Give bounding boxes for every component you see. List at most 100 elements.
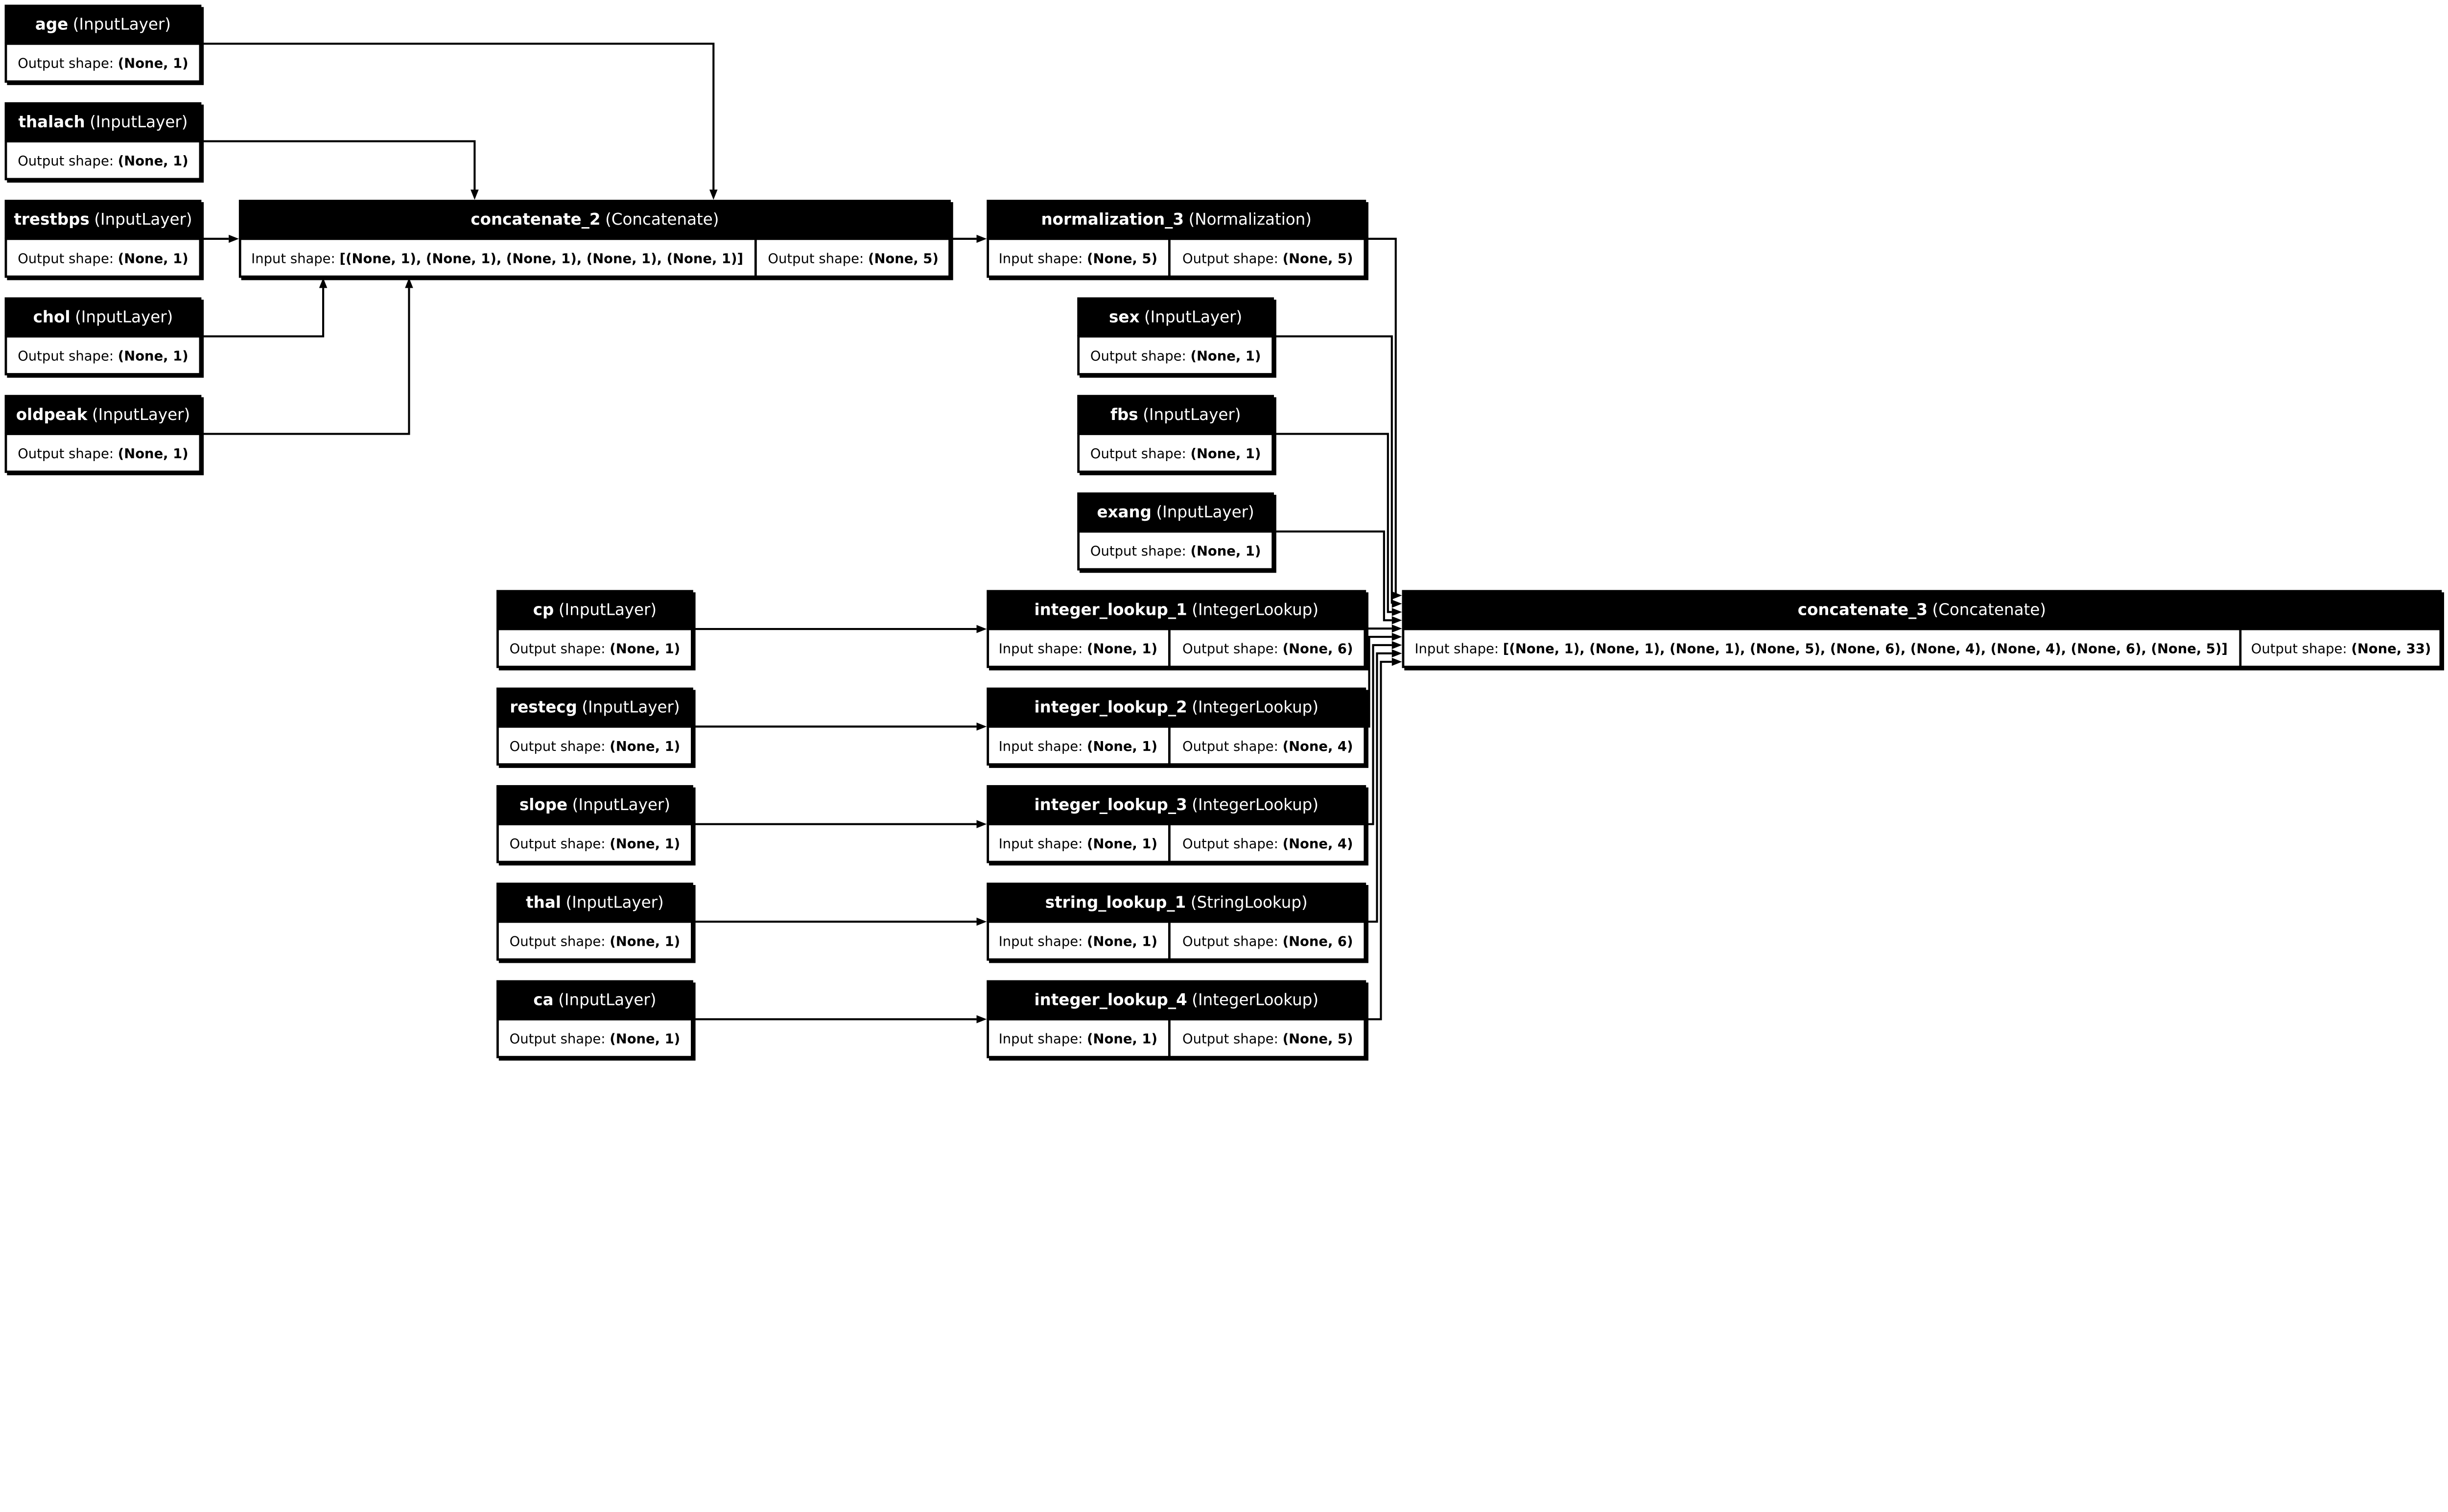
layer-type: (Concatenate)	[1932, 600, 2046, 619]
arrowhead-icon	[229, 234, 239, 243]
output-shape-value: (None, 4)	[1283, 739, 1353, 754]
arrowhead-icon	[1391, 649, 1402, 658]
layer-node-oldpeak[interactable]: oldpeak(InputLayer)Output shape: (None, …	[4, 395, 204, 475]
layer-name: oldpeak	[16, 405, 88, 424]
layer-name: thal	[526, 893, 561, 911]
edge-line	[201, 288, 325, 338]
input-shape: Input shape: (None, 1)	[999, 934, 1157, 949]
input-shape-label: Input shape:	[251, 251, 339, 266]
output-shape-label: Output shape:	[18, 251, 118, 266]
node-title: cp(InputLayer)	[533, 600, 657, 619]
edge-integer_lookup_1-to-concatenate_3	[1366, 624, 1402, 633]
node-title: concatenate_2(Concatenate)	[471, 210, 719, 229]
output-shape-label: Output shape:	[18, 349, 118, 364]
node-header	[987, 883, 1366, 922]
layer-name: exang	[1097, 503, 1152, 521]
layer-name: integer_lookup_4	[1034, 991, 1187, 1009]
layer-node-integer_lookup_3[interactable]: integer_lookup_3(IntegerLookup)Input sha…	[987, 785, 1368, 866]
input-shape-value: (None, 5)	[1087, 251, 1157, 266]
layer-node-string_lookup_1[interactable]: string_lookup_1(StringLookup)Input shape…	[987, 883, 1368, 963]
layer-node-restecg[interactable]: restecg(InputLayer)Output shape: (None, …	[496, 687, 696, 768]
output-shape-label: Output shape:	[1182, 1032, 1283, 1047]
output-shape-label: Output shape:	[18, 446, 118, 462]
edge-chol-to-concatenate_2	[201, 278, 328, 338]
layer-node-chol[interactable]: chol(InputLayer) Output shape: (None, 1)	[4, 297, 204, 378]
layer-node-concatenate_3[interactable]: concatenate_3(Concatenate)Input shape: […	[1402, 590, 2445, 671]
node-body	[496, 823, 693, 863]
layer-node-exang[interactable]: exang(InputLayer) Output shape: (None, 1)	[1077, 492, 1276, 573]
edge-string_lookup_1-to-concatenate_3	[1366, 649, 1402, 923]
output-shape-label: Output shape:	[1090, 349, 1191, 364]
output-shape-label: Output shape:	[18, 154, 118, 169]
layer-name: chol	[33, 307, 71, 326]
node-title: chol(InputLayer)	[33, 307, 173, 326]
layer-name: trestbps	[14, 210, 89, 229]
node-title: integer_lookup_2(IntegerLookup)	[1034, 698, 1318, 717]
node-title: restecg(InputLayer)	[510, 698, 680, 717]
edge-line	[1274, 433, 1392, 613]
layer-node-concatenate_2[interactable]: concatenate_2(Concatenate)Input shape: […	[238, 200, 953, 280]
output-shape-value: (None, 1)	[610, 837, 680, 852]
layer-node-trestbps[interactable]: trestbps(InputLayer)Output shape: (None,…	[4, 200, 204, 280]
node-title: slope(InputLayer)	[519, 795, 670, 814]
edge-slope-to-integer_lookup_3	[693, 820, 987, 828]
layer-name: concatenate_3	[1798, 600, 1928, 619]
layer-name: concatenate_2	[471, 210, 600, 229]
layer-type: (InputLayer)	[90, 113, 188, 131]
input-shape-label: Input shape:	[999, 739, 1087, 754]
layer-type: (InputLayer)	[582, 698, 680, 717]
node-title: integer_lookup_4(IntegerLookup)	[1034, 991, 1318, 1009]
layer-node-integer_lookup_4[interactable]: integer_lookup_4(IntegerLookup)Input sha…	[987, 980, 1368, 1061]
node-title: exang(InputLayer)	[1097, 503, 1254, 521]
layer-node-fbs[interactable]: fbs(InputLayer)Output shape: (None, 1)	[1077, 395, 1276, 475]
arrowhead-icon	[1391, 624, 1402, 633]
output-shape-value: (None, 4)	[1283, 837, 1353, 852]
output-shape: Output shape: (None, 1)	[1090, 544, 1261, 559]
layer-node-sex[interactable]: sex(InputLayer)Output shape: (None, 1)	[1077, 297, 1276, 378]
layer-node-cp[interactable]: cp(InputLayer)Output shape: (None, 1)	[496, 590, 696, 671]
layer-node-slope[interactable]: slope(InputLayer)Output shape: (None, 1)	[496, 785, 696, 866]
output-shape-value: (None, 6)	[1283, 934, 1353, 949]
layer-name: age	[35, 15, 68, 34]
layer-node-integer_lookup_2[interactable]: integer_lookup_2(IntegerLookup) Input sha…	[987, 687, 1368, 768]
output-shape-value: (None, 1)	[118, 446, 188, 462]
layer-node-normalization_3[interactable]: normalization_3(Normalization)Input shap…	[987, 200, 1368, 280]
model-graph: age(InputLayer)Output shape: (None, 1)th…	[4, 4, 2445, 1061]
output-shape-label: Output shape:	[2251, 642, 2352, 657]
node-body	[987, 823, 1366, 863]
output-shape: Output shape: (None, 5)	[1182, 1032, 1353, 1047]
output-shape-label: Output shape:	[1182, 837, 1283, 852]
layer-node-integer_lookup_1[interactable]: integer_lookup_1(IntegerLookup)Input sha…	[987, 590, 1368, 671]
edge-normalization_3-to-concatenate_3	[1366, 237, 1402, 600]
arrowhead-icon	[1391, 591, 1402, 600]
layer-node-age[interactable]: age(InputLayer)Output shape: (None, 1)	[4, 4, 204, 85]
input-shape-label: Input shape:	[999, 934, 1087, 949]
node-header	[987, 200, 1366, 239]
arrowhead-icon	[976, 722, 987, 731]
node-body	[987, 628, 1366, 668]
node-body	[4, 433, 202, 473]
input-shape-label: Input shape:	[1414, 642, 1503, 657]
node-body	[4, 140, 202, 181]
arrowhead-icon	[319, 278, 328, 288]
node-body	[1402, 628, 2442, 668]
output-shape-value: (None, 1)	[118, 349, 188, 364]
layer-type: (InputLayer)	[75, 307, 173, 326]
output-shape: Output shape: (None, 4)	[1182, 739, 1353, 754]
arrowhead-icon	[471, 189, 479, 200]
node-title: thal(InputLayer)	[526, 893, 664, 911]
edges	[201, 43, 1402, 1024]
edge-sex-to-concatenate_3	[1274, 335, 1402, 608]
node-body	[4, 237, 202, 278]
node-title: age(InputLayer)	[35, 15, 171, 34]
arrowhead-icon	[1391, 608, 1402, 616]
input-shape-value: (None, 1)	[1087, 837, 1157, 852]
node-header	[496, 590, 693, 629]
edge-line	[1366, 644, 1392, 825]
output-shape-value: (None, 1)	[1190, 349, 1261, 364]
layer-node-thal[interactable]: thal(InputLayer)Output shape: (None, 1)	[496, 883, 696, 963]
output-shape: Output shape: (None, 1)	[18, 251, 188, 266]
layer-node-thalach[interactable]: thalach(InputLayer)Output shape: (None, …	[4, 102, 204, 183]
edge-ca-to-integer_lookup_4	[693, 1015, 987, 1024]
layer-node-ca[interactable]: ca(InputLayer)Output shape: (None, 1)	[496, 980, 696, 1061]
